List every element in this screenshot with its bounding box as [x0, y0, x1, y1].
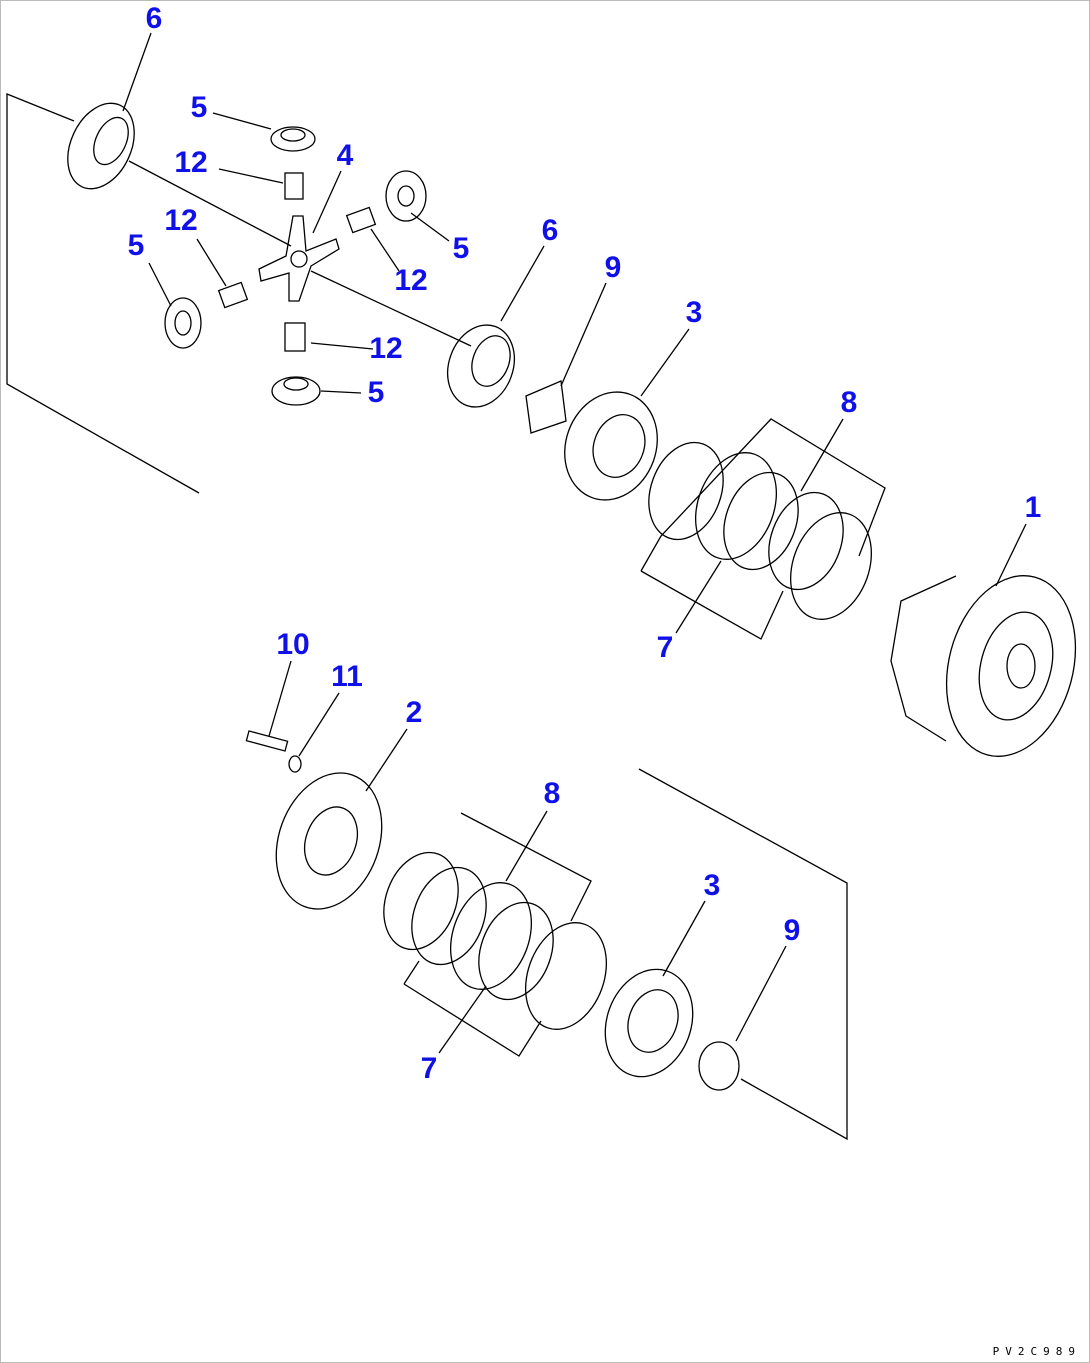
callout-4: 4: [336, 139, 354, 172]
callout-6: 6: [145, 2, 163, 35]
callout-7: 7: [656, 631, 674, 664]
callout-2: 2: [405, 696, 423, 729]
part-7-8-disc-pack-bottom: [383, 851, 608, 1030]
callout-5: 5: [190, 91, 208, 124]
part-5-pinion-left: [164, 297, 202, 349]
callout-9: 9: [783, 914, 801, 947]
part-5-pinion-bottom: [271, 376, 321, 406]
callout-9: 9: [604, 251, 622, 284]
callout-3: 3: [685, 296, 703, 329]
part-12-bushing-bottom: [284, 322, 306, 352]
part-6-side-gear-top: [67, 102, 135, 190]
callout-12: 12: [369, 332, 403, 365]
part-4-spider: [258, 215, 340, 302]
callout-8: 8: [840, 386, 858, 419]
part-9-shim-top: [525, 380, 567, 434]
part-12-bushing-right: [345, 206, 377, 234]
part-11-washer: [288, 755, 302, 773]
part-12-bushing-left: [217, 281, 249, 309]
callout-1: 1: [1024, 491, 1042, 524]
part-7-8-disc-pack-top: [648, 441, 873, 620]
part-2-case-cover: [275, 772, 383, 910]
diagram-code: PV2C989: [992, 1345, 1081, 1358]
part-5-pinion-right: [385, 170, 427, 222]
callout-5: 5: [127, 229, 145, 262]
callout-12: 12: [164, 204, 198, 237]
part-6-side-gear-right: [447, 324, 515, 408]
group-bracket-lines: [6, 93, 886, 1141]
callout-12: 12: [174, 146, 208, 179]
part-5-pinion-top: [270, 126, 316, 152]
part-3-ring-bottom: [604, 968, 694, 1078]
callout-11: 11: [331, 660, 363, 693]
callout-7: 7: [420, 1052, 438, 1085]
callout-5: 5: [452, 232, 470, 265]
part-10-bolt: [245, 730, 289, 752]
callout-8: 8: [543, 777, 561, 810]
callout-12: 12: [394, 264, 428, 297]
part-12-bushing-top: [284, 172, 304, 200]
part-1-differential-case: [890, 575, 1077, 757]
callout-6: 6: [541, 214, 559, 247]
callout-3: 3: [703, 869, 721, 902]
callout-5: 5: [367, 376, 385, 409]
part-9-shim-bottom: [698, 1041, 740, 1091]
callout-10: 10: [276, 628, 310, 661]
leader-lines: [122, 32, 1027, 1054]
part-3-ring-top: [564, 391, 658, 501]
